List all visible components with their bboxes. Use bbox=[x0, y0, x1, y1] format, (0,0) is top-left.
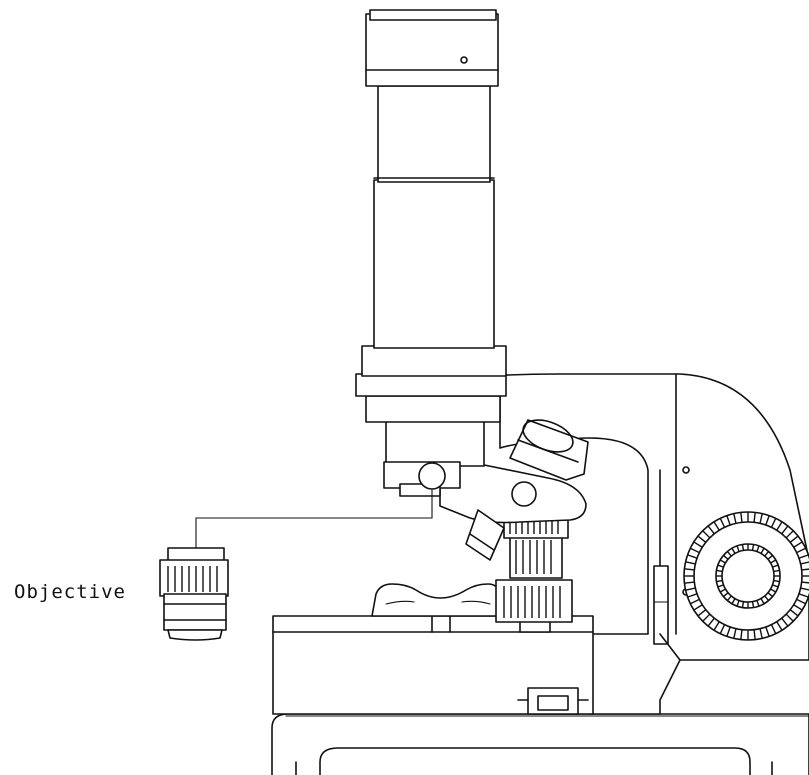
knurl-line bbox=[751, 601, 755, 608]
knurl-line bbox=[713, 521, 720, 531]
knurl-line bbox=[726, 626, 731, 637]
knurl-line bbox=[772, 584, 779, 588]
knurl-line bbox=[770, 624, 777, 634]
specimen-stage bbox=[272, 583, 594, 715]
knurl-line bbox=[687, 593, 698, 598]
knurl-line bbox=[796, 598, 806, 605]
knurl-line bbox=[781, 617, 789, 627]
knurl-line bbox=[684, 581, 695, 584]
knurl-line bbox=[702, 613, 711, 622]
knurl-line bbox=[719, 518, 726, 528]
knurl-line bbox=[773, 569, 780, 573]
knurl-line bbox=[716, 579, 723, 583]
knurl-line bbox=[726, 515, 731, 526]
knurl-line bbox=[793, 541, 803, 548]
stage-adjuster bbox=[495, 513, 573, 633]
knurl-line bbox=[753, 512, 756, 523]
knurl-line bbox=[697, 609, 707, 617]
knurl-line bbox=[789, 535, 799, 543]
knurl-line bbox=[770, 518, 777, 528]
knurl-line bbox=[693, 541, 703, 548]
fine-focus-knurling bbox=[716, 544, 780, 608]
eyepiece-tube bbox=[365, 9, 499, 349]
knurl-line bbox=[713, 621, 720, 631]
knurl-line bbox=[770, 588, 777, 593]
knurl-line bbox=[767, 592, 773, 598]
knurl-line bbox=[731, 598, 736, 605]
knurl-line bbox=[733, 513, 737, 524]
knurl-line bbox=[776, 621, 783, 631]
knurl-line bbox=[789, 609, 799, 617]
objective-lens bbox=[159, 547, 229, 641]
focus-knob-knurling bbox=[684, 512, 809, 640]
knurl-line bbox=[776, 521, 783, 531]
knurl-line bbox=[759, 513, 763, 524]
knurl-line bbox=[736, 600, 740, 607]
knurl-line bbox=[697, 535, 707, 543]
knurl-line bbox=[751, 544, 755, 551]
knurl-line bbox=[765, 626, 770, 637]
knurl-line bbox=[770, 559, 777, 564]
knurl-line bbox=[731, 547, 736, 554]
knurl-line bbox=[793, 604, 803, 611]
knurl-line bbox=[719, 588, 726, 593]
knurl-line bbox=[760, 598, 765, 605]
knurl-line bbox=[781, 525, 789, 535]
knurl-line bbox=[684, 568, 695, 571]
objective-leader-line bbox=[195, 489, 433, 549]
knurl-line bbox=[726, 551, 732, 557]
objective-label: Objective bbox=[14, 581, 126, 603]
knurl-line bbox=[733, 628, 737, 639]
knurl-line bbox=[756, 600, 760, 607]
knurl-line bbox=[785, 530, 794, 539]
knurl-line bbox=[736, 545, 740, 552]
knurl-line bbox=[764, 595, 770, 601]
nosepiece bbox=[439, 419, 589, 561]
knurl-line bbox=[801, 568, 809, 571]
knurl-line bbox=[785, 613, 794, 622]
knurl-line bbox=[765, 515, 770, 526]
knurl-line bbox=[772, 564, 779, 568]
knurl-line bbox=[690, 598, 700, 605]
knurl-line bbox=[764, 551, 770, 557]
knurl-line bbox=[740, 512, 743, 523]
knurl-line bbox=[760, 547, 765, 554]
knurl-line bbox=[685, 587, 696, 591]
knurl-line bbox=[740, 629, 743, 640]
knurl-line bbox=[796, 547, 806, 554]
tube-head bbox=[355, 345, 507, 497]
knurl-line bbox=[717, 584, 724, 588]
knurl-line bbox=[719, 624, 726, 634]
knurl-line bbox=[685, 561, 696, 565]
knurl-line bbox=[726, 595, 732, 601]
knurl-line bbox=[741, 601, 745, 608]
knurl-line bbox=[717, 564, 724, 568]
knurl-line bbox=[723, 592, 729, 598]
knurl-line bbox=[798, 593, 809, 598]
knurl-line bbox=[767, 554, 773, 560]
knurl-line bbox=[756, 545, 760, 552]
knurl-line bbox=[759, 628, 763, 639]
knurl-line bbox=[707, 617, 715, 627]
knurl-line bbox=[702, 530, 711, 539]
knurl-line bbox=[707, 525, 715, 535]
knurl-line bbox=[690, 547, 700, 554]
focus-knob bbox=[683, 511, 809, 641]
knurl-line bbox=[801, 581, 809, 584]
knurl-line bbox=[719, 559, 726, 564]
knurl-line bbox=[773, 579, 780, 583]
knurl-line bbox=[687, 554, 698, 559]
knurl-line bbox=[741, 544, 745, 551]
knurl-line bbox=[723, 554, 729, 560]
microscope-base bbox=[271, 713, 809, 775]
knurl-line bbox=[798, 554, 809, 559]
knurl-line bbox=[716, 569, 723, 573]
knurl-line bbox=[753, 629, 756, 640]
knurl-line bbox=[693, 604, 703, 611]
